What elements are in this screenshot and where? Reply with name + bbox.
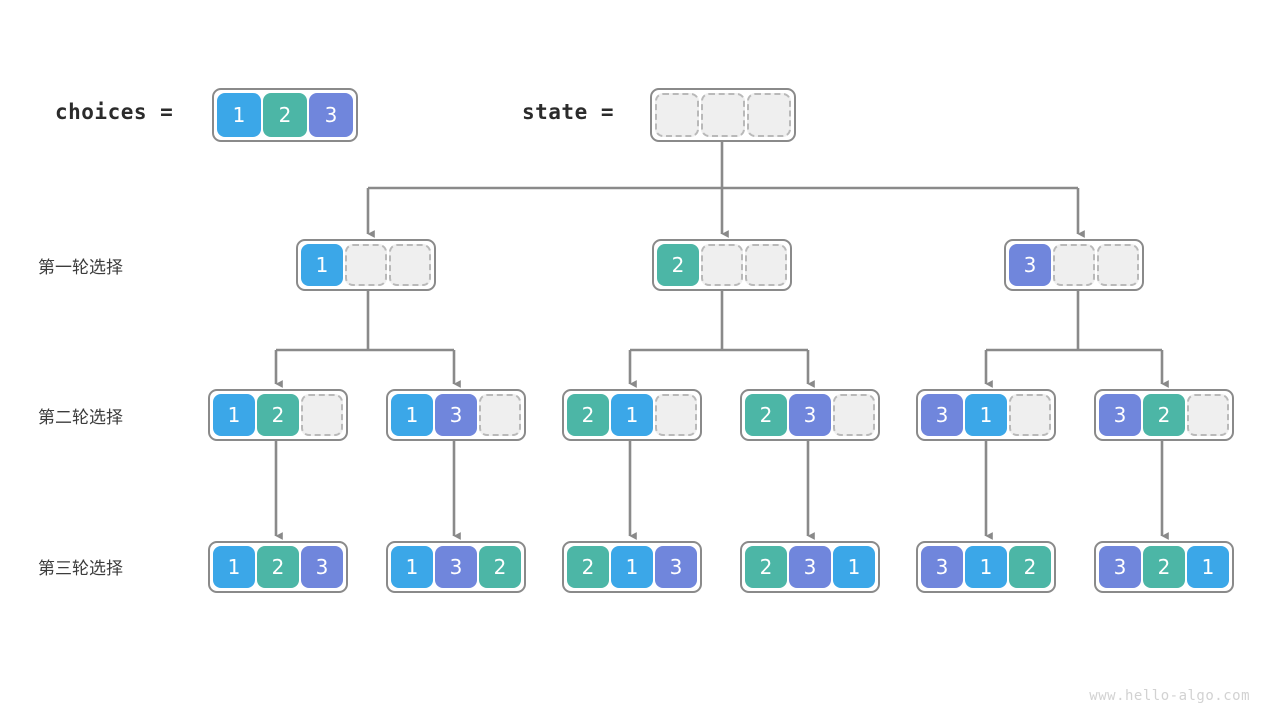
array-cell-empty	[745, 244, 787, 286]
array-cell-value: 3	[789, 546, 831, 588]
row-label-round-1: 第一轮选择	[38, 258, 123, 278]
state-array-round-1-2: 2	[652, 239, 792, 291]
array-cell-empty	[345, 244, 387, 286]
array-cell-empty	[747, 93, 791, 137]
array-cell-value: 1	[1187, 546, 1229, 588]
array-cell-value: 1	[611, 546, 653, 588]
array-cell-value: 1	[965, 394, 1007, 436]
array-cell-empty	[833, 394, 875, 436]
array-cell-empty	[301, 394, 343, 436]
array-cell-empty	[655, 93, 699, 137]
array-cell-value: 1	[611, 394, 653, 436]
state-array-round-1-1: 1	[296, 239, 436, 291]
array-cell-value: 1	[391, 394, 433, 436]
array-cell-value: 3	[789, 394, 831, 436]
array-cell-value: 2	[479, 546, 521, 588]
array-cell-value: 3	[301, 546, 343, 588]
state-label: state =	[522, 100, 615, 124]
array-cell-value: 3	[435, 546, 477, 588]
array-cell-empty	[1187, 394, 1229, 436]
array-cell-value: 3	[1099, 546, 1141, 588]
array-cell-value: 2	[567, 394, 609, 436]
watermark: www.hello-algo.com	[1089, 688, 1250, 704]
array-cell-value: 2	[745, 546, 787, 588]
array-cell-value: 3	[921, 394, 963, 436]
state-array-round-1-3: 3	[1004, 239, 1144, 291]
array-cell-empty	[389, 244, 431, 286]
array-cell-value: 2	[257, 546, 299, 588]
array-cell-value: 1	[965, 546, 1007, 588]
array-cell-value: 2	[1009, 546, 1051, 588]
array-cell-empty	[1097, 244, 1139, 286]
array-cell-empty	[1053, 244, 1095, 286]
array-cell-value: 3	[655, 546, 697, 588]
array-cell-value: 1	[217, 93, 261, 137]
array-cell-value: 2	[567, 546, 609, 588]
row-label-round-2: 第二轮选择	[38, 408, 123, 428]
array-cell-value: 1	[391, 546, 433, 588]
array-cell-value: 2	[745, 394, 787, 436]
array-cell-value: 1	[301, 244, 343, 286]
array-cell-value: 1	[213, 394, 255, 436]
array-cell-empty	[479, 394, 521, 436]
array-cell-value: 2	[263, 93, 307, 137]
choices-label: choices =	[55, 100, 174, 124]
array-cell-value: 2	[1143, 546, 1185, 588]
array-cell-empty	[655, 394, 697, 436]
array-cell-value: 1	[833, 546, 875, 588]
array-cell-value: 3	[1099, 394, 1141, 436]
array-cell-value: 3	[921, 546, 963, 588]
state-array	[650, 88, 796, 142]
row-label-round-3: 第三轮选择	[38, 559, 123, 579]
array-cell-value: 3	[435, 394, 477, 436]
array-cell-value: 2	[657, 244, 699, 286]
array-cell-empty	[701, 93, 745, 137]
array-cell-value: 1	[213, 546, 255, 588]
array-cell-empty	[1009, 394, 1051, 436]
array-cell-value: 3	[1009, 244, 1051, 286]
array-cell-empty	[701, 244, 743, 286]
array-cell-value: 2	[1143, 394, 1185, 436]
array-cell-value: 2	[257, 394, 299, 436]
array-cell-value: 3	[309, 93, 353, 137]
